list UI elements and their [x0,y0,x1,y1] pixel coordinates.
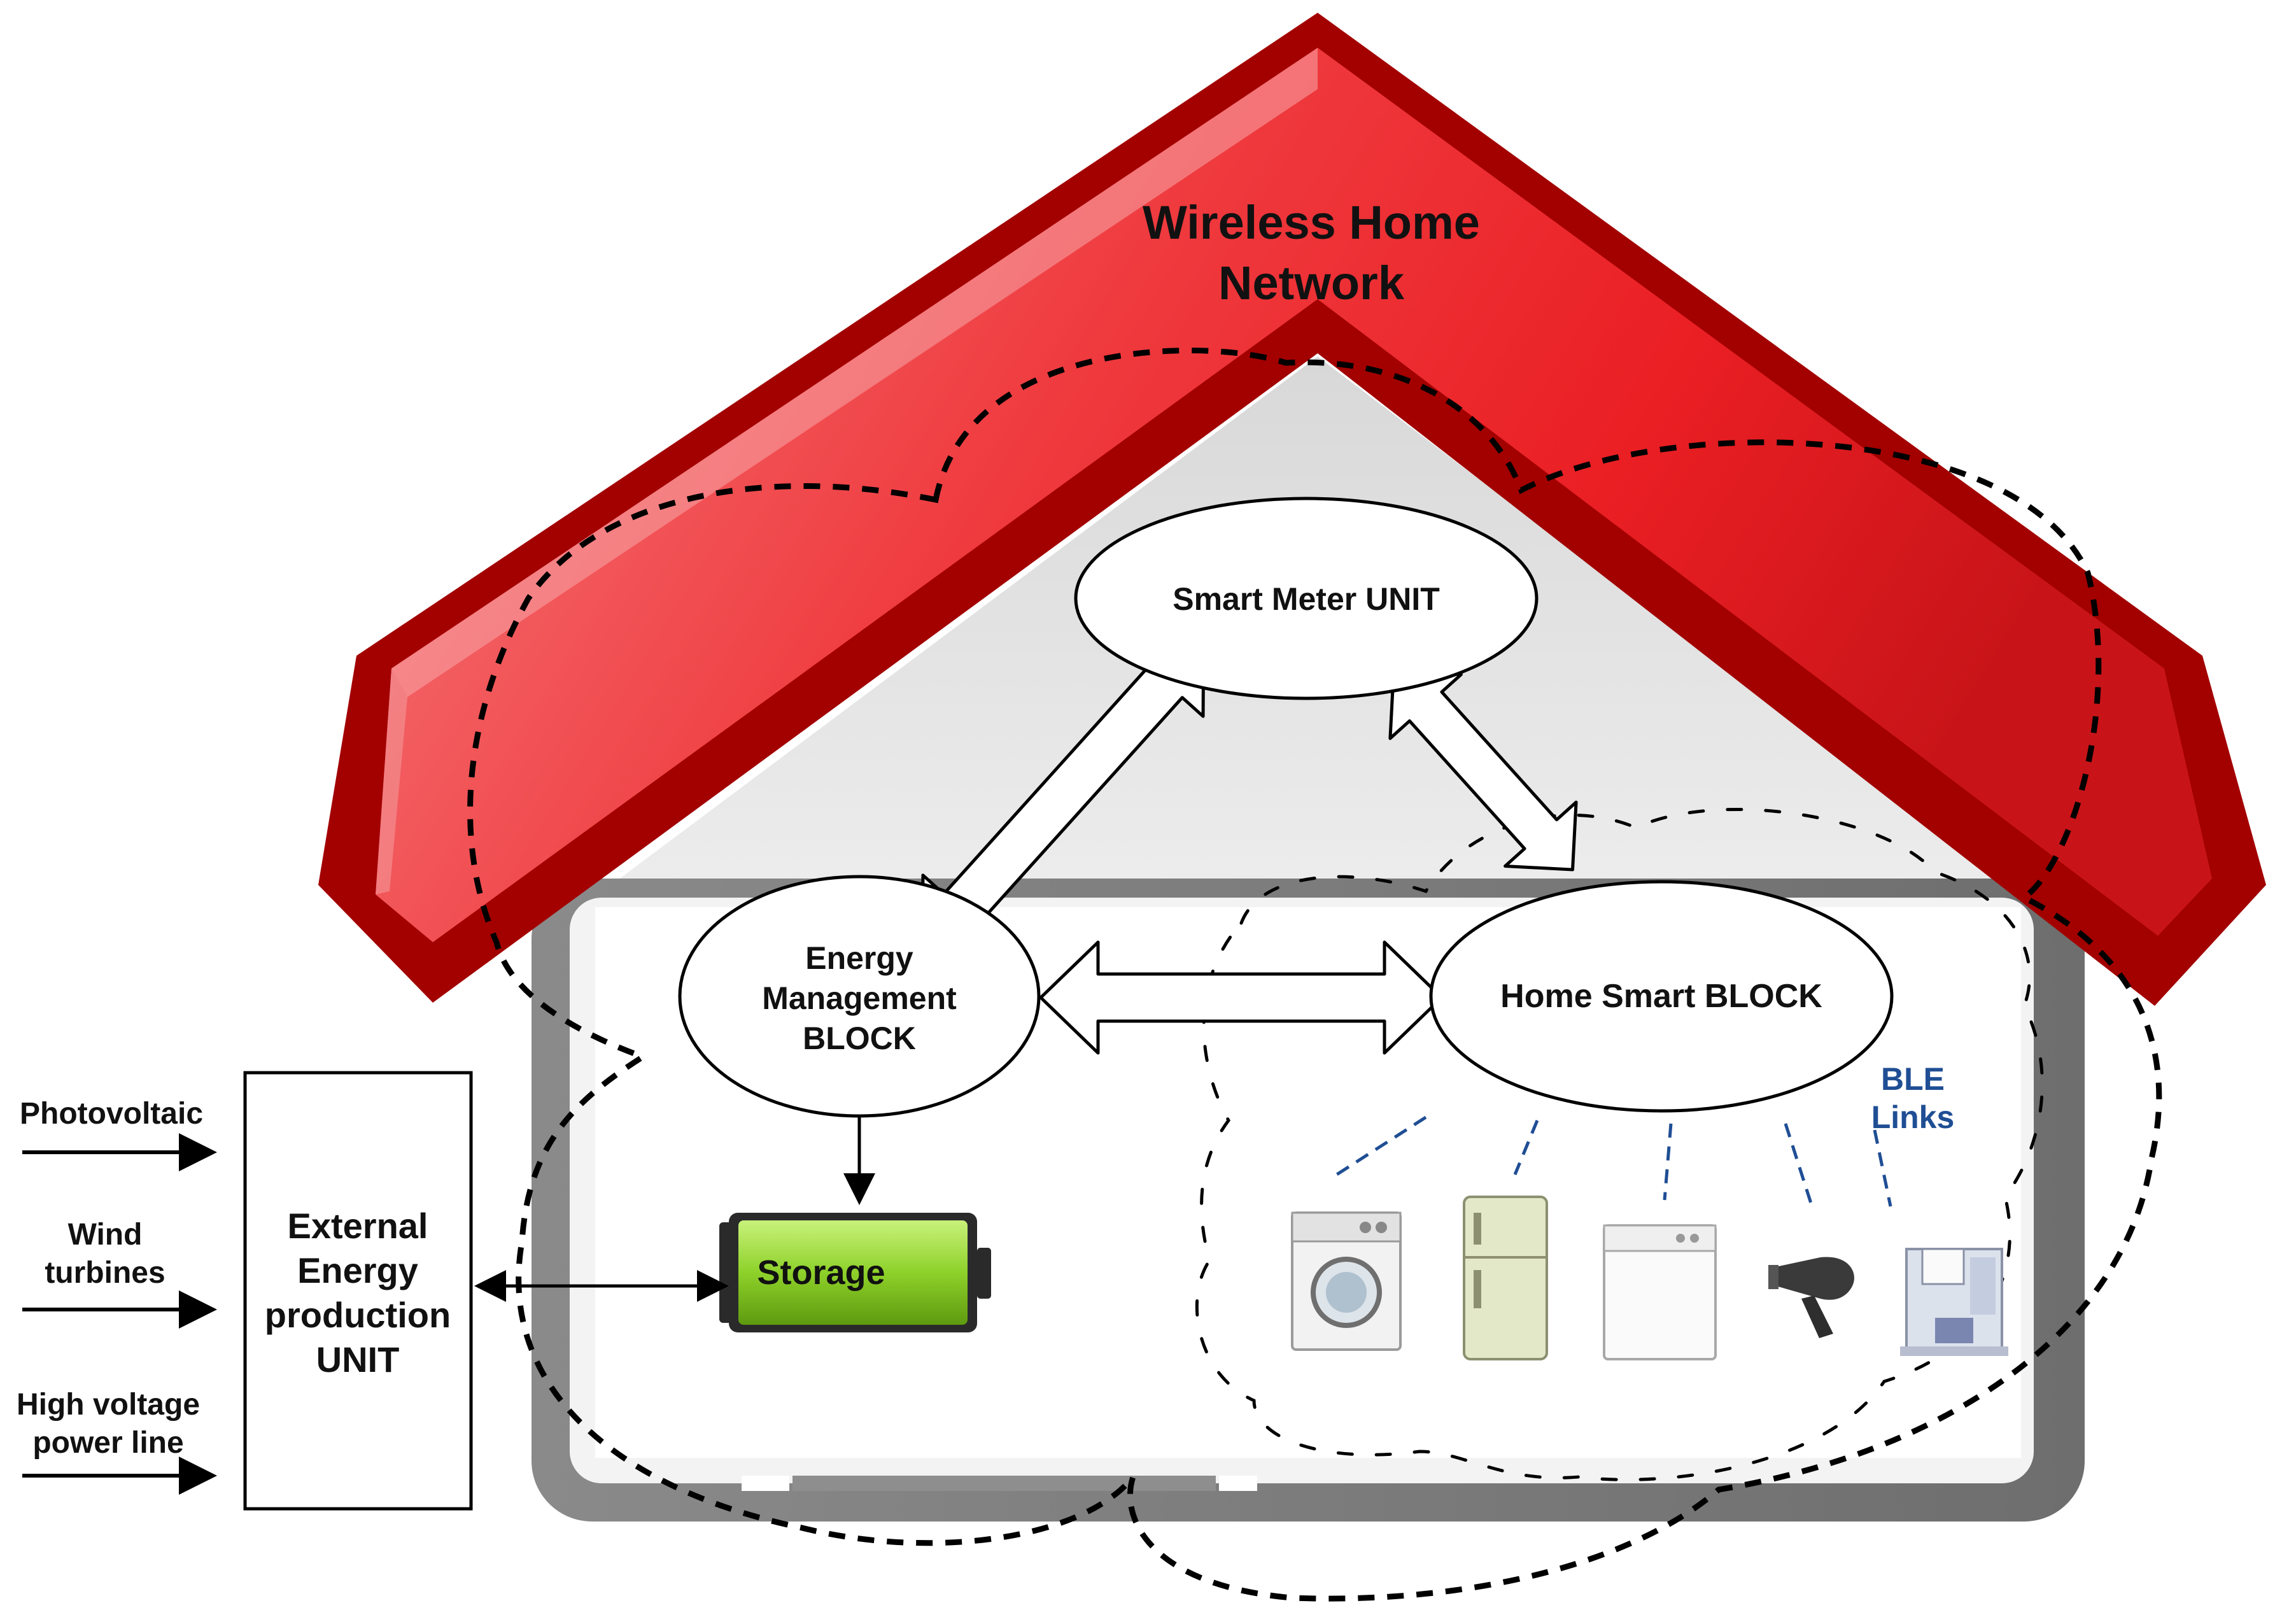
high-voltage-label-line1: High voltage [17,1388,200,1422]
refrigerator-icon [1463,1196,1548,1360]
energy-management-block: Energy Management BLOCK [678,875,1041,1118]
energy-management-line3: BLOCK [803,1020,916,1056]
storage-battery: Storage [719,1213,991,1332]
ble-label-line1: BLE [1881,1061,1945,1097]
external-energy-production-unit: External Energy production UNIT [243,1071,473,1511]
ble-links-cloud [1195,808,2044,1481]
input-photovoltaic: Photovoltaic [20,1097,217,1171]
wireless-network-cloud [467,348,2162,1602]
ble-links [1335,1115,1892,1207]
storage-label: Storage [757,1253,885,1292]
link-meter-to-home [1388,669,1578,872]
smart-meter-unit: Smart Meter UNIT [1074,497,1539,700]
external-unit-line1: External [288,1206,428,1246]
external-unit-line4: UNIT [316,1339,400,1380]
input-high-voltage-power-line: High voltage power line [17,1388,217,1495]
floor-strip [792,1476,1216,1491]
energy-management-line2: Management [762,980,957,1016]
hair-dryer-icon [1768,1257,1854,1338]
dishwasher-icon [1603,1224,1717,1360]
roof: Wireless Home Network [318,13,2266,1006]
washing-machine-icon [1291,1211,1402,1351]
wind-label-line2: turbines [45,1256,165,1290]
roof-title-line2: Network [1218,257,1405,309]
photovoltaic-label: Photovoltaic [20,1097,203,1131]
roof-title-line1: Wireless Home [1143,196,1480,249]
wind-label-line1: Wind [68,1218,143,1252]
smart-meter-label: Smart Meter UNIT [1173,581,1440,617]
input-wind-turbines: Wind turbines [22,1218,217,1329]
high-voltage-label-line2: power line [32,1426,183,1460]
home-smart-label: Home Smart BLOCK [1500,978,1822,1015]
home-smart-block: Home Smart BLOCK [1429,880,1894,1113]
external-unit-line3: production [265,1295,451,1335]
energy-management-line1: Energy [805,940,913,976]
external-unit-line2: Energy [297,1250,418,1290]
ble-label-line2: Links [1871,1099,1955,1135]
coffee-machine-icon [1900,1248,2008,1356]
